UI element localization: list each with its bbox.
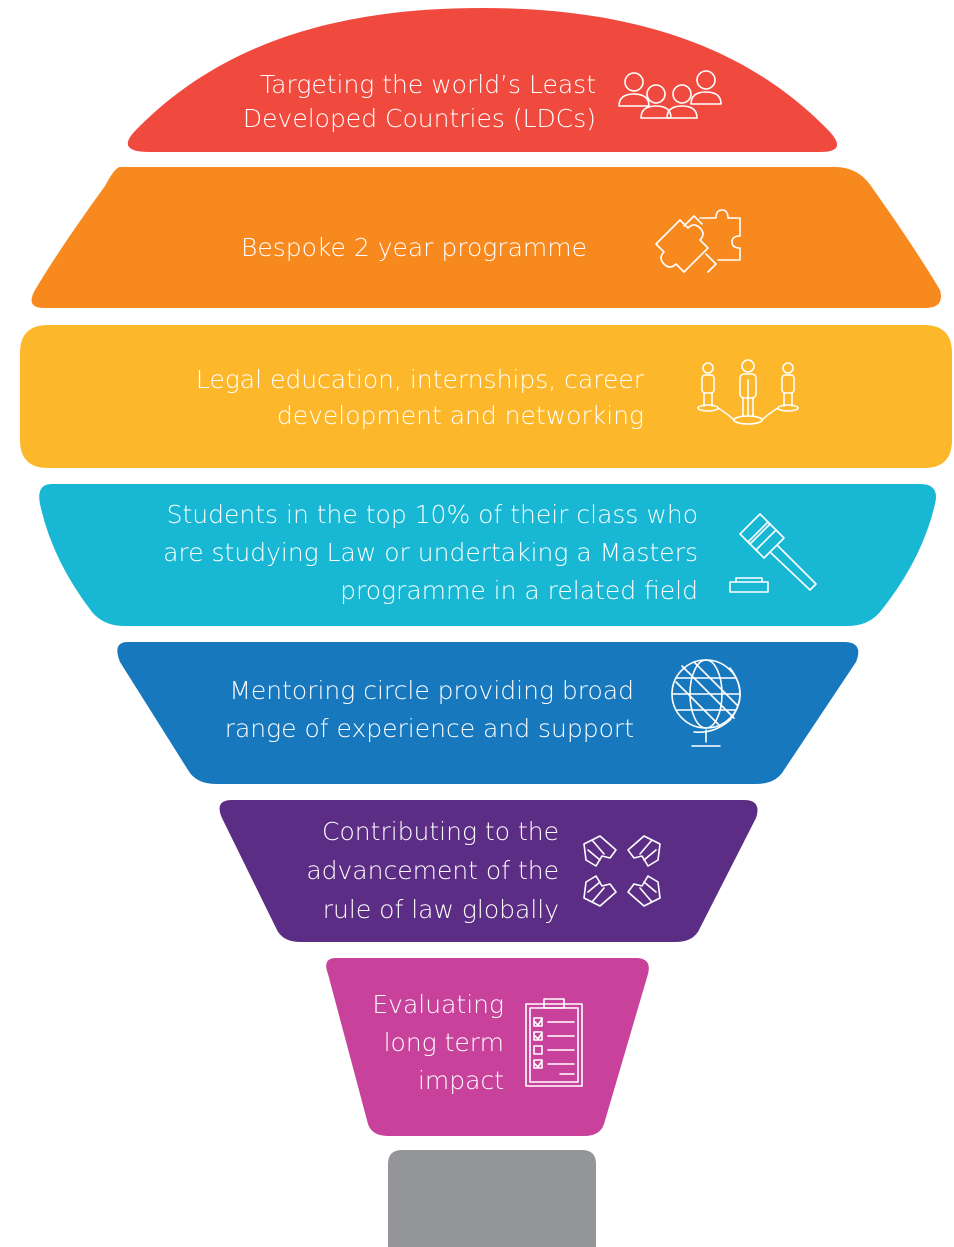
layer-text-line: long term: [383, 1028, 504, 1057]
layer-text-line: Targeting the world’s Least: [260, 70, 596, 99]
layer-text-line: are studying Law or undertaking a Master…: [163, 538, 698, 567]
layer-shape-ldc: [127, 8, 838, 152]
layer-text-line: Legal education, internships, career: [195, 365, 644, 394]
layer-shape-evaluation: [326, 958, 649, 1136]
layer-text-line: advancement of the: [306, 856, 559, 885]
layer-shape-rule-of-law: [219, 800, 758, 942]
layer-text-line: development and networking: [276, 401, 644, 430]
layer-text-line: range of experience and support: [224, 714, 634, 743]
layer-text-line: Bespoke 2 year programme: [240, 233, 587, 262]
layer-text-students: Students in the top 10% of their class w…: [163, 496, 698, 610]
layer-text-ldc: Targeting the world’s Least Developed Co…: [243, 68, 596, 136]
layer-text-line: rule of law globally: [322, 895, 559, 924]
puzzle-pieces-icon: [650, 206, 746, 282]
layer-shape-education: [20, 325, 952, 468]
layer-text-evaluation: Evaluating long term impact: [372, 986, 504, 1100]
network-people-icon: [694, 358, 802, 436]
layer-text-line: impact: [417, 1066, 504, 1095]
layer-text-line: programme in a related field: [340, 576, 698, 605]
layer-shape-mentoring: [117, 642, 859, 784]
layer-text-line: Students in the top 10% of their class w…: [166, 500, 698, 529]
gavel-icon: [726, 512, 820, 598]
checklist-clipboard-icon: [524, 998, 588, 1090]
people-group-icon: [616, 66, 726, 130]
layer-shape-students: [39, 484, 936, 626]
bulb-base: [388, 1150, 596, 1247]
layer-text-mentoring: Mentoring circle providing broad range o…: [225, 672, 634, 748]
layer-text-line: Evaluating: [372, 990, 504, 1019]
layer-text-rule-of-law: Contributing to the advancement of the r…: [306, 812, 559, 929]
layer-text-education: Legal education, internships, career dev…: [196, 362, 644, 434]
globe-icon: [664, 654, 748, 750]
layer-shape-programme: [31, 167, 942, 308]
layer-text-line: Contributing to the: [322, 817, 559, 846]
joined-hands-icon: [580, 830, 664, 912]
layer-text-line: Developed Countries (LDCs): [242, 104, 596, 133]
layer-text-line: Mentoring circle providing broad: [229, 676, 634, 705]
layer-text-programme: Bespoke 2 year programme: [241, 232, 587, 264]
